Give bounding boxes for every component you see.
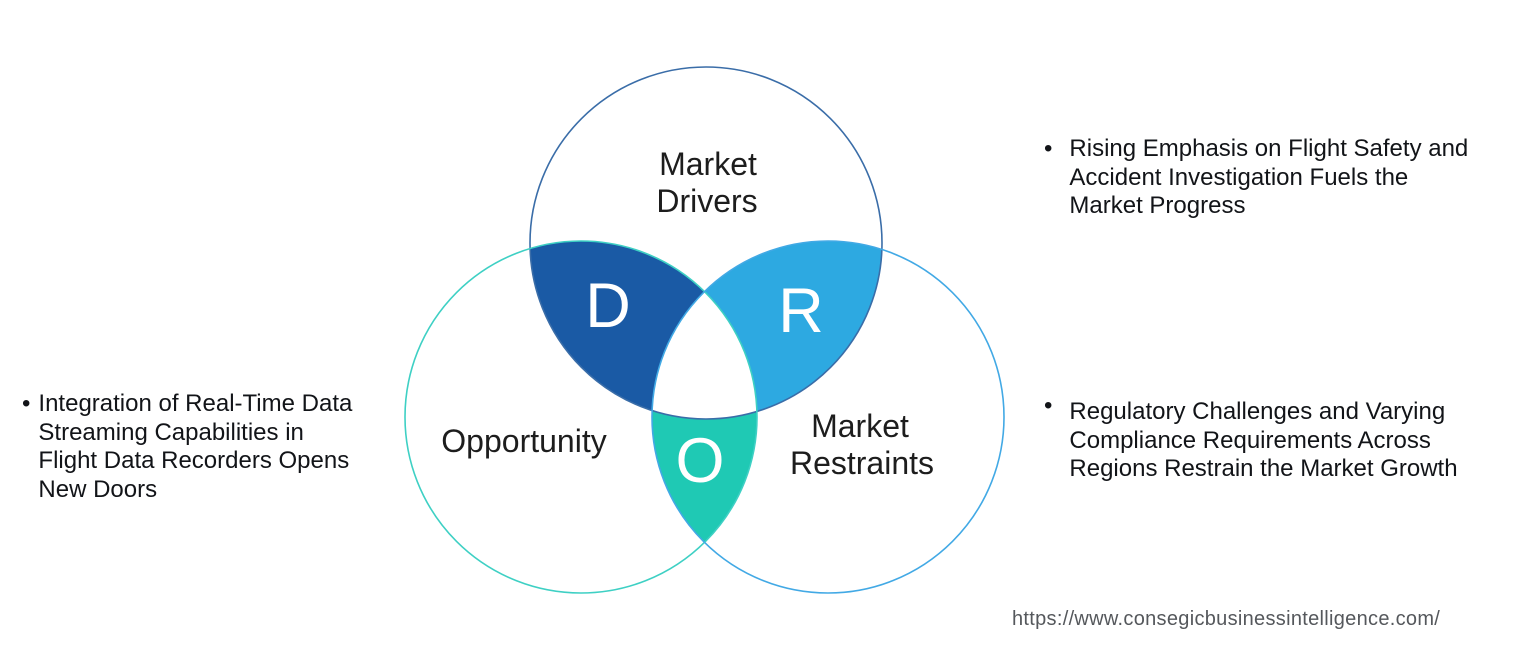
letter-d: D [585,271,631,341]
letter-o: O [675,426,724,496]
opportunity-note: • Integration of Real-Time Data Streamin… [22,390,392,504]
restraints-label-line2: Restraints [790,445,934,481]
note-line: Streaming Capabilities in [38,418,304,446]
bullet-icon: • [1044,135,1053,162]
note-line: New Doors [38,475,158,503]
bullet-icon: • [22,390,31,417]
note-line: Compliance Requirements Across [1069,426,1431,454]
restraints-label-line1: Market [811,408,909,444]
note-line: Regulatory Challenges and Varying [1069,398,1446,425]
note-line: Market Progress [1069,192,1246,219]
note-line: Integration of Real-Time Data [38,390,353,417]
drivers-label-line2: Drivers [656,183,757,219]
note-line: Regions Restrain the Market Growth [1069,455,1458,482]
note-line: Rising Emphasis on Flight Safety and [1069,135,1469,162]
opportunity-note-text: Integration of Real-Time Data Streaming … [38,390,352,504]
source-url: https://www.consegicbusinessintelligence… [1012,608,1441,630]
note-line: Flight Data Recorders Opens [38,447,350,474]
restraints-circle [651,240,1005,594]
letter-r: R [778,276,824,346]
note-line: Accident Investigation Fuels the [1069,163,1409,191]
bullet-icon: • [1044,392,1053,419]
drivers-circle [529,66,883,420]
driver-note-text: Rising Emphasis on Flight Safety and Acc… [1069,135,1468,221]
restraint-note-text: Regulatory Challenges and Varying Compli… [1069,398,1457,484]
opportunity-label: Opportunity [441,423,606,459]
restraint-note: • Regulatory Challenges and Varying Comp… [1044,392,1484,484]
drivers-label-line1: Market [659,146,757,182]
opportunity-circle [404,240,758,594]
driver-note: • Rising Emphasis on Flight Safety and A… [1044,135,1484,221]
